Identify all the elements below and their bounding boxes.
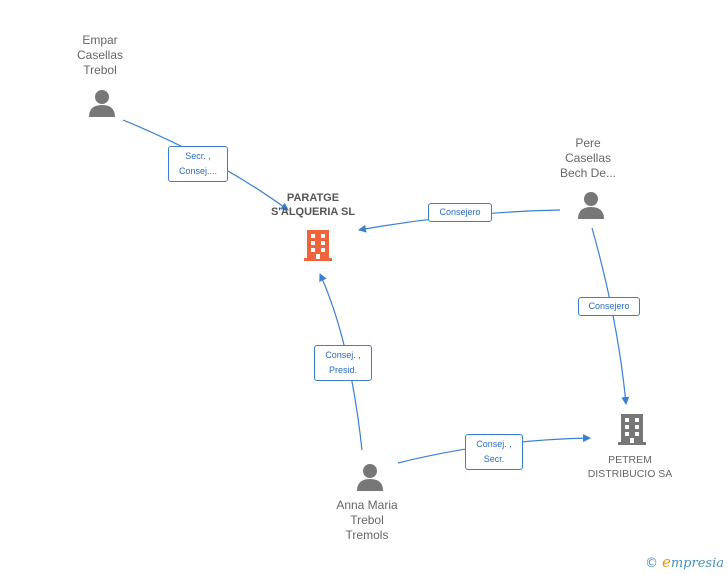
- building-icon[interactable]: [302, 228, 334, 262]
- person-label-anna: Anna Maria Trebol Tremols: [336, 498, 398, 542]
- edge-label-pere-petrem[interactable]: Consejero: [578, 297, 640, 316]
- edge-label-anna-main[interactable]: Consej. , Presid.: [314, 345, 372, 381]
- company-label-main: PARATGE S'ALQUERIA SL: [270, 192, 356, 218]
- copyright-symbol: ©: [644, 556, 658, 571]
- person-label-empar: Empar Casellas Trebol: [76, 33, 124, 77]
- person-icon[interactable]: [576, 190, 606, 220]
- building-icon[interactable]: [616, 412, 648, 446]
- edge-label-anna-petrem[interactable]: Consej. , Secr.: [465, 434, 523, 470]
- edge-label-empar-main[interactable]: Secr. , Consej....: [168, 146, 228, 182]
- logo-text: mpresia: [670, 556, 724, 571]
- person-icon[interactable]: [87, 88, 117, 118]
- edge-label-pere-main[interactable]: Consejero: [428, 203, 492, 222]
- logo-initial: e: [661, 553, 671, 571]
- person-icon[interactable]: [355, 462, 385, 492]
- company-label-petrem: PETREM DISTRIBUCIO SA: [587, 454, 673, 480]
- empresia-logo: ©empresia: [645, 553, 724, 571]
- person-label-pere: Pere Casellas Bech De...: [559, 136, 617, 180]
- edge-pere-to-petrem: [591, 227, 630, 405]
